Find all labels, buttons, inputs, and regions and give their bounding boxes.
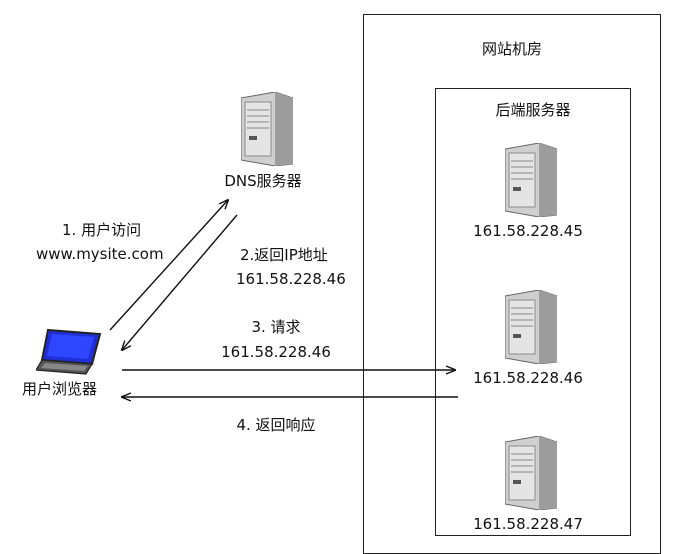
laptop-icon [36, 328, 102, 375]
dns-label: DNS服务器 [224, 172, 302, 190]
server-icon [505, 143, 557, 217]
server-ip-label: 161.58.228.47 [473, 515, 583, 533]
client-label: 用户浏览器 [22, 380, 98, 398]
arrow-step1 [109, 200, 228, 331]
step3-title: 3. 请求 [251, 318, 301, 336]
step2-ip: 161.58.228.46 [236, 270, 346, 288]
server-icon [505, 436, 557, 510]
step1-title: 1. 用户访问 [62, 221, 142, 239]
step2-title: 2.返回IP地址 [240, 246, 328, 264]
backend-title: 后端服务器 [495, 101, 571, 119]
arrow-step2 [122, 214, 238, 350]
server-ip-label: 161.58.228.45 [473, 222, 583, 240]
step3-ip: 161.58.228.46 [221, 343, 331, 361]
step1-domain: www.mysite.com [36, 245, 164, 263]
server-icon [505, 290, 557, 364]
server-ip-label: 161.58.228.46 [473, 369, 583, 387]
step4-title: 4. 返回响应 [236, 416, 316, 434]
datacenter-title: 网站机房 [481, 40, 543, 58]
server-icon [241, 92, 293, 166]
backend-box [435, 88, 631, 536]
